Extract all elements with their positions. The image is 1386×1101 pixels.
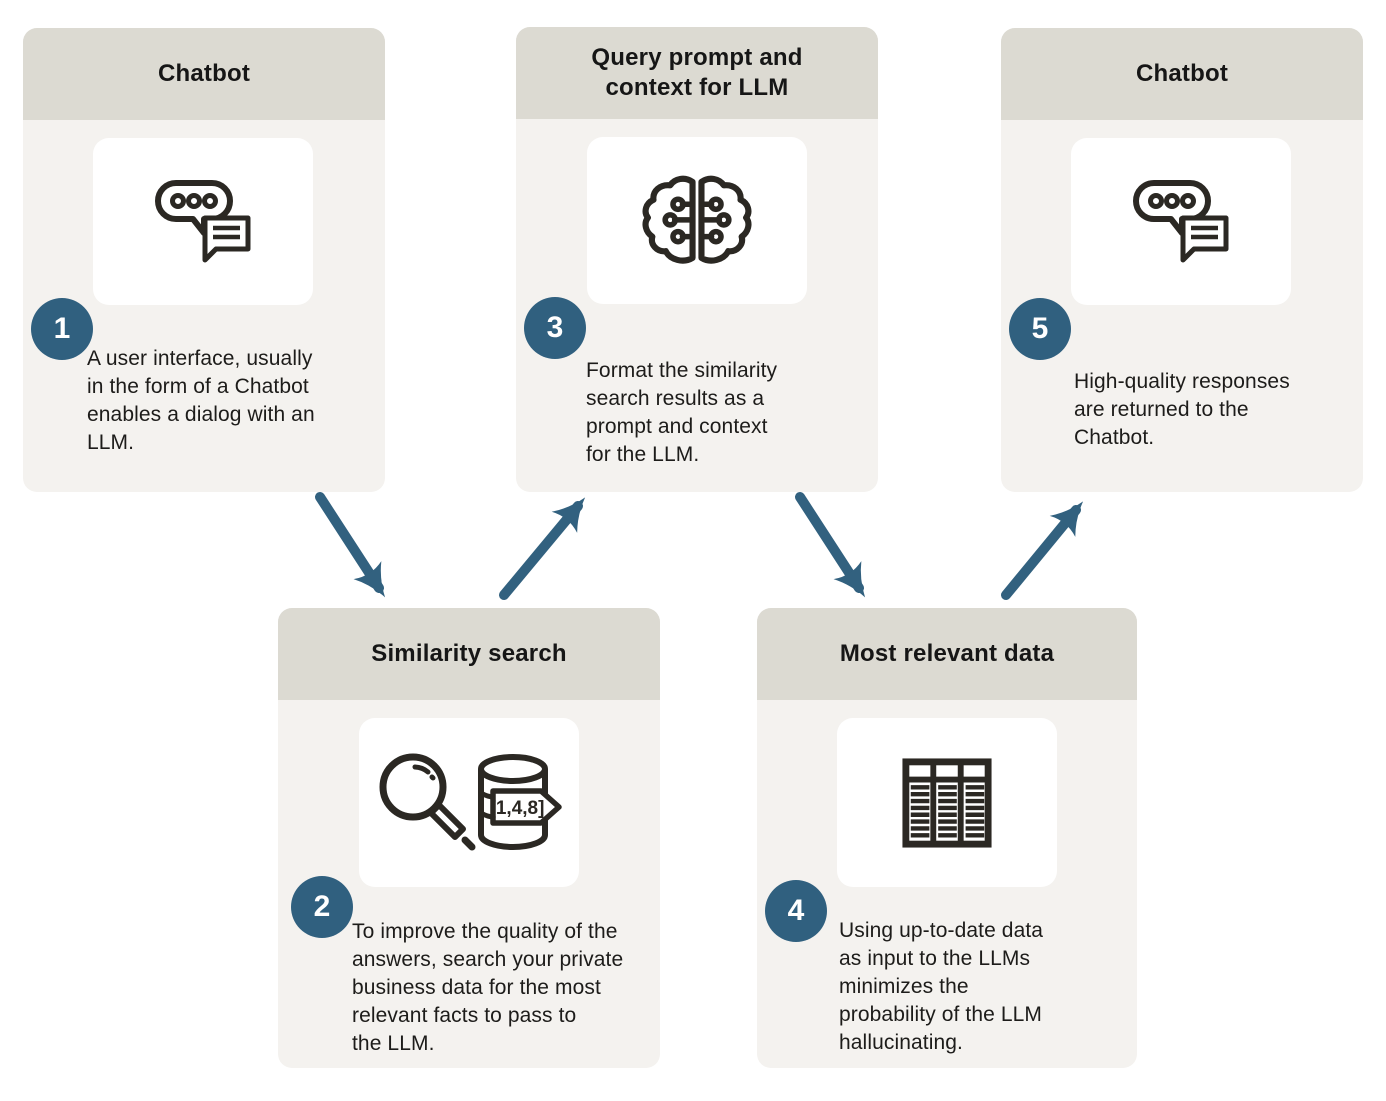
step-badge: 5 [1009, 298, 1071, 360]
card-description: A user interface, usually in the form of… [87, 347, 315, 454]
search-database-icon: [1,4,8] [379, 753, 562, 850]
card-description: High-quality responses are returned to t… [1074, 370, 1290, 449]
card-step2-similarity-search: Similarity search [1,4,8] 2 To improve [278, 608, 660, 1068]
card-description: Using up-to-date data as input to the LL… [839, 919, 1044, 1054]
data-table-icon [902, 757, 992, 848]
step-badge: 1 [31, 298, 93, 360]
arrow-step4-to-step5 [1001, 501, 1084, 600]
card-title: Similarity search [371, 640, 567, 667]
brain-circuit-icon [642, 175, 752, 264]
arrow-step1-to-step2 [315, 492, 386, 598]
chat-bubbles-icon [155, 179, 251, 262]
step-badge: 4 [765, 880, 827, 942]
chat-bubbles-icon [1133, 179, 1229, 262]
tag-text: [1,4,8] [490, 798, 545, 819]
step-badge: 3 [524, 297, 586, 359]
card-step3-query-prompt: Query prompt and context for LLM [516, 27, 878, 492]
arrow-step3-to-step4 [795, 492, 866, 598]
card-title: Query prompt and context for LLM [591, 44, 803, 101]
card-step1-chatbot: Chatbot 1 A user interface, usually in t… [23, 28, 385, 492]
card-title: Chatbot [1135, 60, 1229, 87]
card-title: Most relevant data [839, 640, 1055, 667]
card-step5-chatbot: Chatbot 5 High-quality responses are ret… [1001, 28, 1363, 492]
card-title: Chatbot [157, 60, 251, 87]
card-header: Query prompt and context for LLM [516, 27, 878, 119]
icon-box [1071, 138, 1291, 305]
icon-box: [1,4,8] [359, 718, 579, 887]
card-header: Chatbot [23, 28, 385, 120]
step-badge: 2 [291, 876, 353, 938]
card-step4-most-relevant-data: Most relevant data 4 Using up-to-date da… [757, 608, 1137, 1068]
card-description: To improve the quality of the answers, s… [352, 920, 624, 1055]
icon-box [587, 137, 807, 304]
card-header: Similarity search [278, 608, 660, 700]
arrow-step2-to-step3 [499, 497, 586, 600]
icon-box [837, 718, 1057, 887]
card-header: Chatbot [1001, 28, 1363, 120]
icon-box [93, 138, 313, 305]
card-description: Format the similarity search results as … [586, 359, 778, 466]
card-header: Most relevant data [757, 608, 1137, 700]
